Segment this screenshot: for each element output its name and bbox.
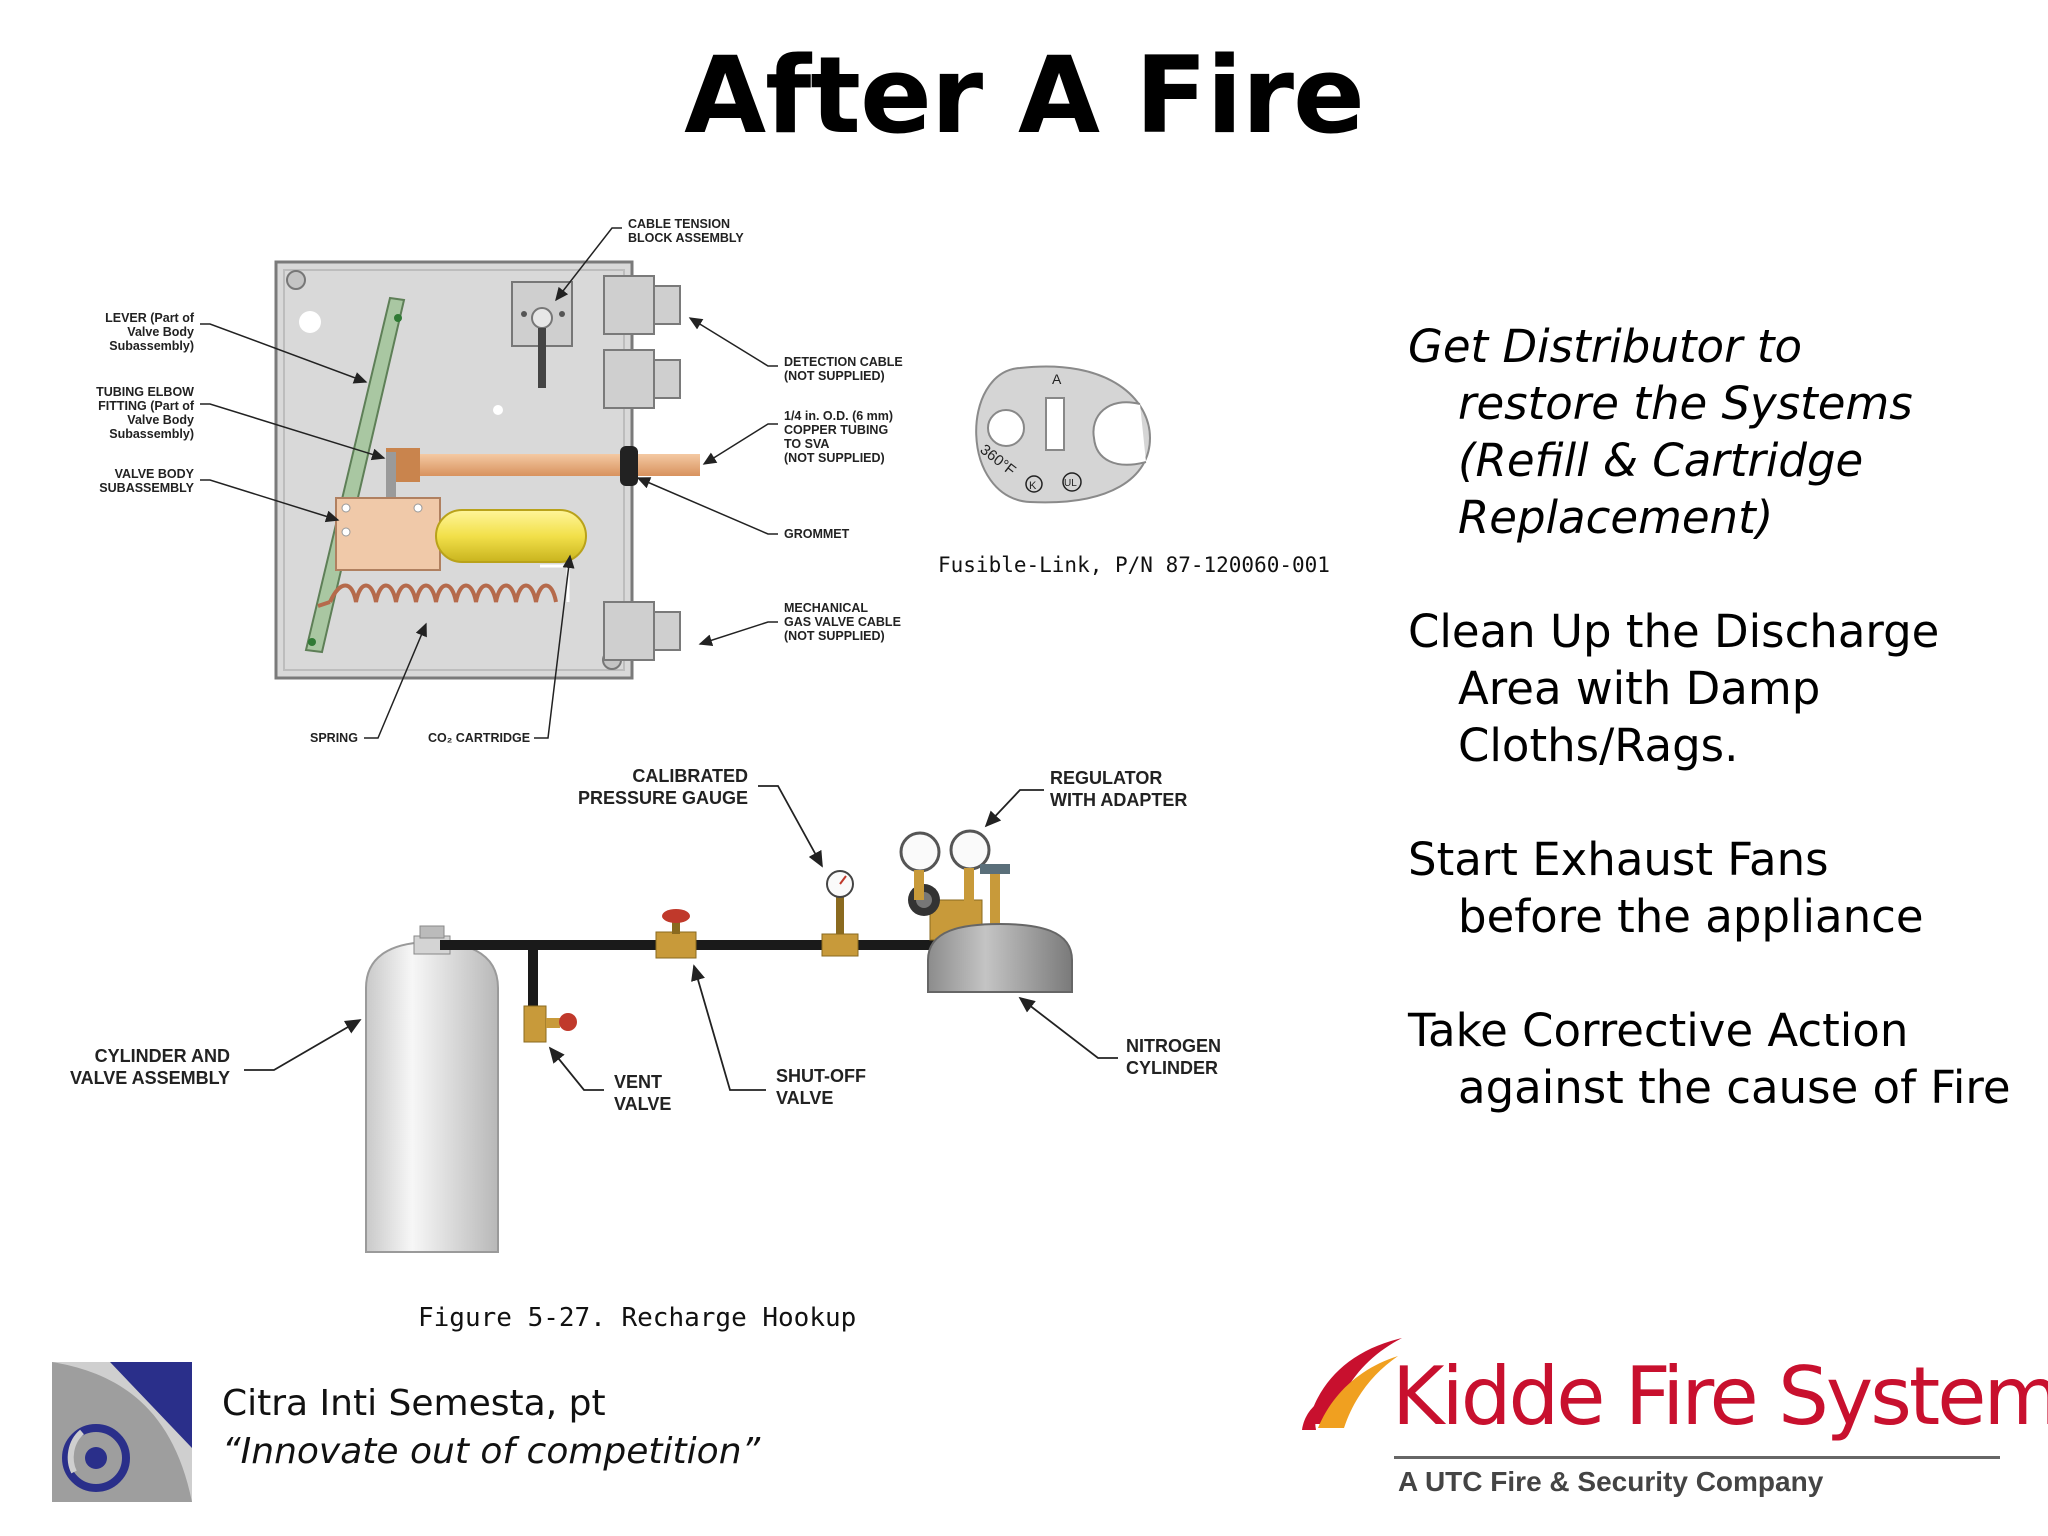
label-gauge: CALIBRATED PRESSURE GAUGE [578,766,823,868]
control-box-diagram [274,260,700,680]
company-block: Citra Inti Semesta, pt “Innovate out of … [222,1380,760,1476]
svg-text:Valve Body: Valve Body [127,325,194,339]
nitrogen-cylinder [927,922,1073,993]
svg-text:K: K [1029,480,1037,492]
regulator [899,829,1010,944]
bullet-item: Clean Up the Discharge Area with Damp Cl… [1408,605,1940,772]
svg-text:PRESSURE GAUGE: PRESSURE GAUGE [578,788,748,808]
svg-text:MECHANICAL: MECHANICAL [784,601,868,615]
agent-cylinder [365,925,499,1253]
label-shutoff: SHUT-OFF VALVE [691,964,866,1108]
vent-valve [523,1005,577,1043]
svg-text:(NOT SUPPLIED): (NOT SUPPLIED) [784,451,885,465]
recharge-hookup-diagram [365,829,1073,1253]
label-tubing-elbow: TUBING ELBOW FITTING (Part of Valve Body… [96,385,386,461]
label-co2-cartridge: CO₂ CARTRIDGE [428,554,575,745]
svg-text:BLOCK ASSEMBLY: BLOCK ASSEMBLY [628,231,744,245]
label-valve-body: VALVE BODY SUBASSEMBLY [99,467,340,523]
svg-text:SPRING: SPRING [310,731,358,745]
label-cylinder: CYLINDER AND VALVE ASSEMBLY [70,1019,362,1088]
company-slogan: “Innovate out of competition” [222,1431,761,1472]
diagram-canvas: CABLE TENSION BLOCK ASSEMBLY LEVER (Part… [70,217,1330,1333]
svg-text:1/4 in. O.D. (6 mm): 1/4 in. O.D. (6 mm) [784,409,893,423]
svg-text:(NOT SUPPLIED): (NOT SUPPLIED) [784,629,885,643]
svg-text:VENT: VENT [614,1072,662,1092]
svg-text:COPPER TUBING: COPPER TUBING [784,423,888,437]
svg-text:FITTING (Part of: FITTING (Part of [98,399,195,413]
fusible-link-caption: Fusible-Link, P/N 87-120060-001 [938,553,1330,577]
svg-text:Subassembly): Subassembly) [109,427,194,441]
svg-text:GAS VALVE CABLE: GAS VALVE CABLE [784,615,901,629]
svg-text:CYLINDER AND: CYLINDER AND [95,1046,230,1066]
label-lever: LEVER (Part of Valve Body Subassembly) [105,311,368,384]
svg-text:CALIBRATED: CALIBRATED [632,766,748,786]
brand-subtitle: A UTC Fire & Security Company [1398,1466,1824,1497]
kidde-flame-icon [1302,1338,1402,1430]
spring [328,583,558,603]
label-cable-tension: CABLE TENSION BLOCK ASSEMBLY [555,217,744,302]
svg-text:CO₂ CARTRIDGE: CO₂ CARTRIDGE [428,731,530,745]
svg-text:CABLE TENSION: CABLE TENSION [628,217,730,231]
fusible-link: A 360°F K UL [975,365,1152,504]
label-copper-tubing: 1/4 in. O.D. (6 mm) COPPER TUBING TO SVA… [702,409,893,465]
label-grommet: GROMMET [636,477,850,541]
valve-body [335,497,441,571]
label-mech-cable: MECHANICAL GAS VALVE CABLE (NOT SUPPLIED… [698,601,901,647]
svg-text:SUBASSEMBLY: SUBASSEMBLY [99,481,194,495]
copper-tubing [410,454,700,476]
svg-text:TUBING ELBOW: TUBING ELBOW [96,385,194,399]
svg-text:VALVE ASSEMBLY: VALVE ASSEMBLY [70,1068,230,1088]
svg-text:UL: UL [1064,478,1077,489]
shutoff-valve [655,909,697,959]
svg-text:DETECTION CABLE: DETECTION CABLE [784,355,903,369]
svg-text:Subassembly): Subassembly) [109,339,194,353]
label-spring: SPRING [310,622,427,745]
bullet-item: Take Corrective Action against the cause… [1408,1004,2011,1114]
label-vent: VENT VALVE [548,1046,671,1114]
bottom-labels: CALIBRATED PRESSURE GAUGE REGULATOR WITH… [70,766,1221,1114]
fusible-link-letter: A [1052,371,1062,387]
svg-text:VALVE: VALVE [776,1088,833,1108]
svg-text:Valve Body: Valve Body [127,413,194,427]
slide-title: After A Fire [684,34,1365,157]
svg-text:NITROGEN: NITROGEN [1126,1036,1221,1056]
cable-fittings [603,275,681,661]
svg-text:REGULATOR: REGULATOR [1050,768,1162,788]
lever [304,296,406,654]
svg-text:GROMMET: GROMMET [784,527,850,541]
svg-text:LEVER (Part of: LEVER (Part of [105,311,195,325]
bullet-item: Get Distributor to restore the Systems (… [1408,320,1913,544]
figure-caption: Figure 5-27. Recharge Hookup [418,1303,856,1333]
label-nitrogen: NITROGEN CYLINDER [1018,996,1221,1078]
pressure-gauge [821,870,859,957]
svg-text:VALVE BODY: VALVE BODY [115,467,195,481]
label-detection-cable: DETECTION CABLE (NOT SUPPLIED) [688,317,903,383]
svg-text:SHUT-OFF: SHUT-OFF [776,1066,866,1086]
bullet-list: Get Distributor to restore the Systems (… [1408,318,2028,1173]
svg-text:WITH ADAPTER: WITH ADAPTER [1050,790,1187,810]
svg-text:CYLINDER: CYLINDER [1126,1058,1218,1078]
company-logo-icon [52,1362,192,1502]
svg-text:(NOT SUPPLIED): (NOT SUPPLIED) [784,369,885,383]
company-name: Citra Inti Semesta, pt [222,1383,606,1424]
co2-cartridge [435,509,587,563]
svg-text:TO SVA: TO SVA [784,437,829,451]
bullet-item: Start Exhaust Fans before the appliance [1408,833,1924,943]
brand-name: Kidde Fire Systems [1392,1350,2048,1443]
brand-divider [1394,1456,2000,1459]
svg-text:VALVE: VALVE [614,1094,671,1114]
top-labels: CABLE TENSION BLOCK ASSEMBLY LEVER (Part… [96,217,903,745]
label-regulator: REGULATOR WITH ADAPTER [984,768,1187,828]
